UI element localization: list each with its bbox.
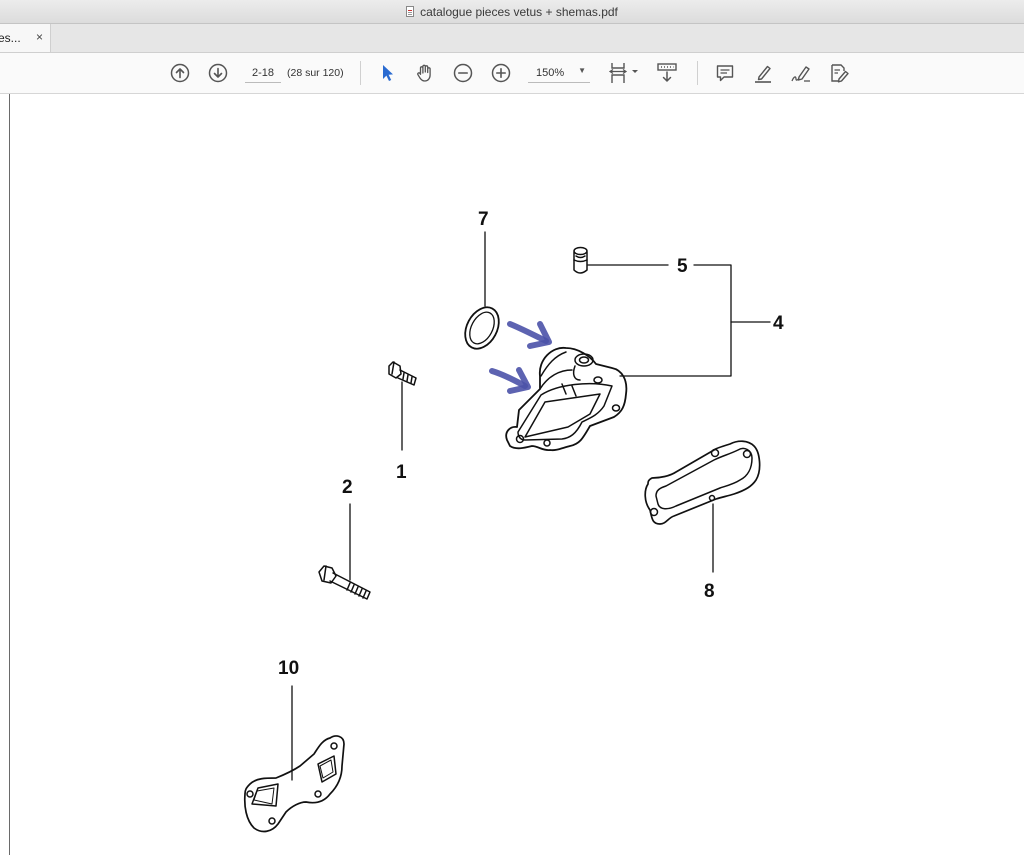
callout-7: 7 [478,209,489,230]
select-arrow-icon [383,65,393,81]
part-4-thermostat-housing [505,347,628,452]
next-page-button[interactable] [206,61,230,85]
part-1-short-bolt [388,361,417,386]
callout-4: 4 [773,313,784,334]
window-title: catalogue pieces vetus + shemas.pdf [420,4,618,19]
page-count: (28 sur 120) [287,67,344,79]
tab-close-icon[interactable]: × [35,30,43,44]
fill-sign-button[interactable] [827,61,851,85]
arrow-up-circle-icon [170,63,190,83]
chevron-down-icon: ▼ [578,66,586,75]
document-viewport[interactable]: 7 5 4 1 2 8 10 [0,94,1024,855]
highlight-icon [755,65,771,83]
part-5-cap [573,246,588,274]
sign-button[interactable] [789,61,813,85]
zoom-in-icon [491,63,511,83]
callout-10: 10 [278,658,299,679]
hand-icon [417,64,431,82]
leader-bracket-4 [619,264,732,377]
comment-icon [716,65,734,82]
tab-bar: es... × [0,24,1024,53]
part-2-long-bolt [318,565,371,600]
select-tool-button[interactable] [375,61,399,85]
zoom-in-button[interactable] [489,61,513,85]
fit-page-icon [608,63,638,83]
fit-page-button[interactable] [607,61,641,85]
zoom-level-dropdown[interactable]: 150% ▼ [528,64,590,83]
page-number-input[interactable] [245,64,281,83]
scroll-mode-button[interactable] [655,61,679,85]
arrow-down-circle-icon [208,63,228,83]
sign-icon [791,66,810,82]
toolbar-separator [697,61,698,85]
page-left-edge [9,94,10,855]
callout-2: 2 [342,477,353,498]
fill-sign-icon [831,64,849,83]
zoom-level-value: 150% [536,67,565,79]
window-title-bar: catalogue pieces vetus + shemas.pdf [0,0,1024,24]
callout-1: 1 [396,462,407,483]
zoom-out-icon [453,63,473,83]
tab-label: es... [0,31,21,45]
comment-button[interactable] [713,61,737,85]
hand-tool-button[interactable] [413,61,437,85]
zoom-out-button[interactable] [451,61,475,85]
callout-8: 8 [704,581,715,602]
part-8-gasket [644,440,761,525]
highlight-button[interactable] [751,61,775,85]
callout-5: 5 [677,256,688,277]
toolbar: (28 sur 120) 150% ▼ [0,53,1024,94]
tab-document[interactable]: es... × [0,24,51,52]
scroll-mode-icon [657,63,677,82]
pdf-file-icon [406,6,415,17]
annotation-arrow-lower [489,367,531,394]
part-10-exhaust-gasket [243,735,345,833]
part-7-o-ring [464,306,500,350]
parts-diagram: 7 5 4 1 2 8 10 [243,209,784,833]
annotation-arrow-upper [507,321,552,349]
toolbar-separator [360,61,361,85]
previous-page-button[interactable] [168,61,192,85]
